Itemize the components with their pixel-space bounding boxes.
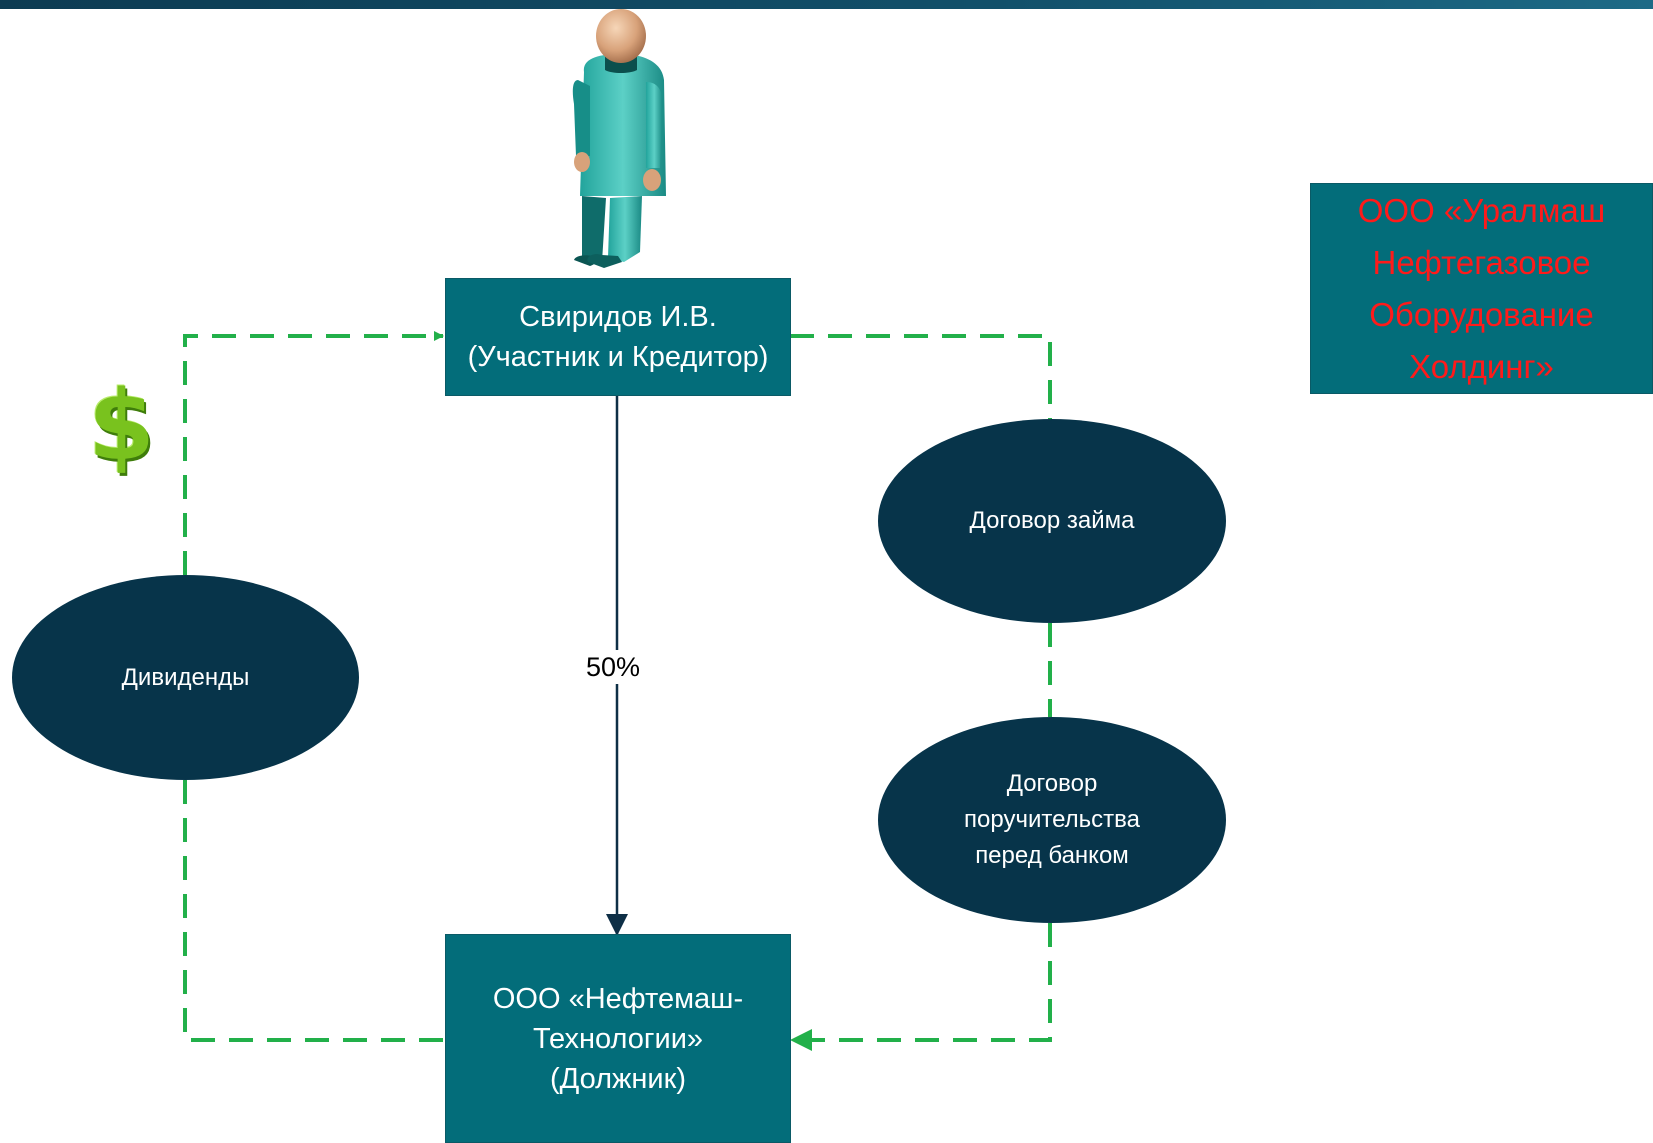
dividends-ellipse[interactable]: Дивиденды bbox=[12, 575, 359, 780]
guarantee-connector-lower bbox=[790, 923, 1052, 1051]
loan-agreement-ellipse[interactable]: Договор займа bbox=[878, 419, 1226, 623]
loan-connector-upper bbox=[790, 334, 1052, 419]
ownership-share-label: 50% bbox=[582, 650, 645, 684]
guarantee-agreement-ellipse[interactable]: Договор поручительства перед банком bbox=[878, 717, 1226, 923]
dollar-icon: $ bbox=[88, 370, 155, 482]
top-bar bbox=[0, 0, 1653, 9]
holding-company-box[interactable]: ООО «Уралмаш Нефтегазовое Оборудование Х… bbox=[1310, 183, 1653, 394]
dividends-connector-upper bbox=[183, 331, 444, 575]
dividends-connector-lower bbox=[183, 780, 443, 1042]
participant-creditor-box[interactable]: Свиридов И.В. (Участник и Кредитор) bbox=[445, 278, 791, 396]
person-icon bbox=[572, 9, 666, 268]
debtor-box[interactable]: ООО «Нефтемаш- Технологии» (Должник) bbox=[445, 934, 791, 1143]
